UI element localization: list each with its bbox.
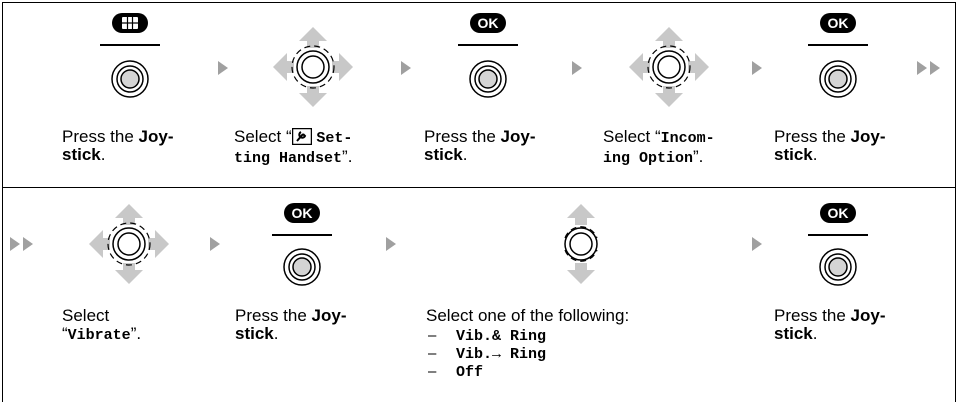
navigation-4way-icon: [89, 204, 169, 284]
step-arrow-icon: [386, 237, 396, 251]
navigation-4way-icon: [273, 27, 353, 107]
row1-step3-text: Press the Joy- stick.: [424, 127, 536, 164]
ok-label: OK: [478, 15, 499, 31]
setting-handset-icon: [291, 127, 312, 146]
step-arrow-icon: [210, 237, 220, 251]
row1-step4-text: Select “Incom- ing Option”.: [603, 127, 715, 168]
option-item: –Off: [428, 363, 484, 381]
row2-step1-text: Select “Vibrate”.: [62, 306, 142, 345]
step-arrow-icon: [752, 61, 762, 75]
ok-key-joystick-icon: OK: [808, 203, 868, 286]
row2-step2-text: Press the Joy- stick.: [235, 306, 347, 343]
ok-label: OK: [828, 15, 849, 31]
step-arrow-icon: [401, 61, 411, 75]
ok-key-joystick-icon: OK: [458, 13, 518, 98]
option-item: –Vib.& Ring: [428, 327, 547, 345]
row2-step3-intro: Select one of the following:: [426, 306, 630, 325]
ok-key-joystick-icon: OK: [272, 203, 332, 286]
options-list: –Vib.& Ring –Vib.→ Ring –Off: [428, 327, 546, 381]
row2-step4-text: Press the Joy- stick.: [774, 306, 886, 343]
step-arrow-icon: [572, 61, 582, 75]
row1-step1-text: Press the Joy- stick.: [62, 127, 174, 164]
step-arrow-icon: [752, 237, 762, 251]
ok-key-joystick-icon: OK: [808, 13, 868, 98]
navigation-updown-icon: [564, 204, 598, 284]
menu-key-joystick-icon: [100, 13, 160, 98]
row1-step5-text: Press the Joy- stick.: [774, 127, 886, 164]
ok-label: OK: [828, 205, 849, 221]
ok-label: OK: [292, 205, 313, 221]
row-divider: [2, 187, 956, 188]
navigation-4way-icon: [629, 27, 709, 107]
option-item: –Vib.→ Ring: [428, 345, 547, 363]
step-arrow-icon: [218, 61, 228, 75]
row1-step2-text: Select “ Set- ting Handset”.: [234, 127, 353, 168]
